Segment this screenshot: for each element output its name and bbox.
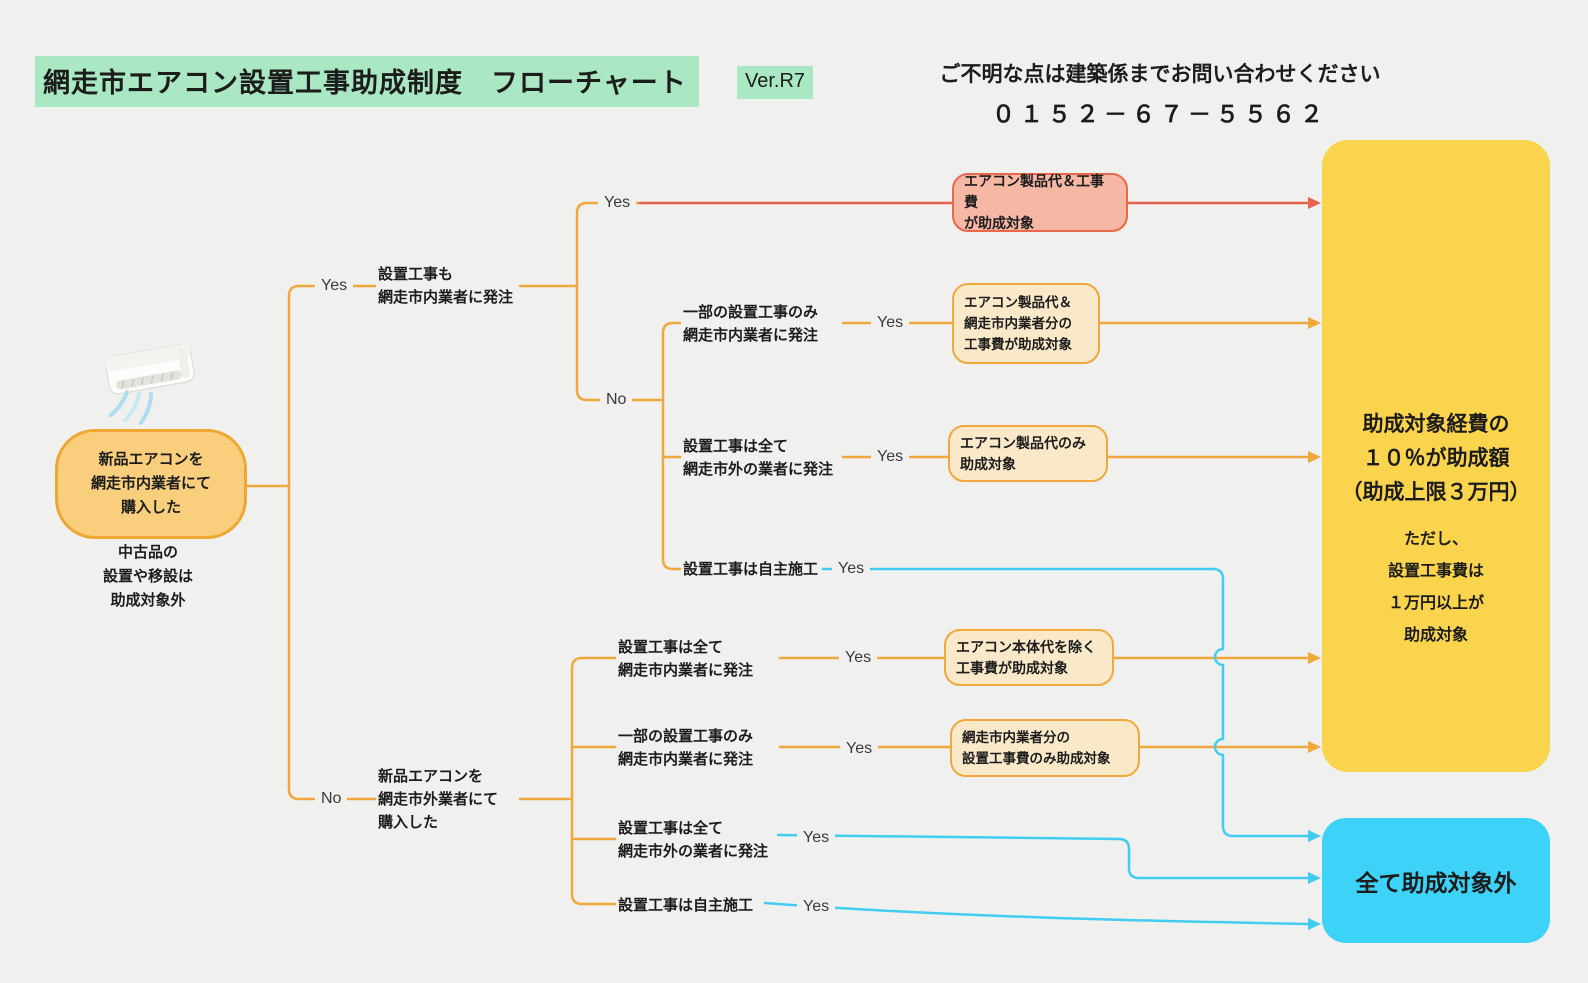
branch-purchased-inside: 設置工事も 網走市内業者に発注: [378, 266, 514, 306]
air-conditioner-image: [105, 343, 195, 425]
no-label: No: [315, 788, 348, 809]
result-product-only: エアコン製品代のみ 助成対象: [948, 425, 1108, 482]
result-product-and-labor: エアコン製品代＆工事費 が助成対象: [952, 173, 1128, 232]
yes-label: Yes: [598, 192, 637, 213]
result-product-and-inside-labor: エアコン製品代＆ 網走市内業者分の 工事費が助成対象: [952, 283, 1100, 364]
yes-label: Yes: [839, 647, 878, 668]
excluded-box: 全て助成対象外: [1322, 818, 1550, 943]
yes-label: Yes: [315, 275, 354, 296]
phone-number: ０１５２－６７－５５６２: [992, 101, 1328, 127]
yes-label: Yes: [832, 558, 871, 579]
condition-all-outside-bottom: 設置工事は全て 網走市外の業者に発注: [618, 820, 769, 860]
result-inside-labor-only: 網走市内業者分の 設置工事費のみ助成対象: [950, 719, 1140, 777]
yes-label: Yes: [797, 827, 836, 848]
condition-all-inside-bottom: 設置工事は全て 網走市内業者に発注: [618, 639, 754, 679]
subsidy-summary: 助成対象経費の １０％が助成額 （助成上限３万円）: [1341, 413, 1531, 504]
condition-self-install-top: 設置工事は自主施工: [683, 561, 819, 578]
condition-partial-inside-top: 一部の設置工事のみ 網走市内業者に発注: [683, 304, 819, 344]
final-subsidy-box: 助成対象経費の １０％が助成額 （助成上限３万円） ただし、 設置工事費は １万…: [1322, 140, 1550, 772]
result-labor-except-unit: エアコン本体代を除く 工事費が助成対象: [944, 629, 1114, 686]
subsidy-condition: ただし、 設置工事費は １万円以上が 助成対象: [1387, 531, 1484, 644]
yes-label: Yes: [797, 896, 836, 917]
condition-partial-inside-bottom: 一部の設置工事のみ 網走市内業者に発注: [618, 728, 754, 768]
used-goods-note: 中古品の 設置や移設は 助成対象外: [102, 544, 193, 609]
branch-purchased-outside: 新品エアコンを 網走市外業者にて 購入した: [378, 768, 499, 831]
page-title: 網走市エアコン設置工事助成制度 フローチャート: [35, 56, 699, 107]
start-node: 新品エアコンを 網走市内業者にて 購入した: [55, 429, 247, 539]
condition-self-install-bottom: 設置工事は自主施工: [618, 897, 754, 914]
condition-all-outside-top: 設置工事は全て 網走市外の業者に発注: [683, 438, 834, 478]
contact-message: ご不明な点は建築係までお問い合わせください: [939, 63, 1381, 86]
no-label: No: [600, 389, 633, 410]
contact-info: ご不明な点は建築係までお問い合わせください ０１５２－６７－５５６２: [870, 58, 1450, 129]
yes-label: Yes: [871, 446, 910, 467]
yes-label: Yes: [840, 738, 879, 759]
version-badge: Ver.R7: [737, 66, 814, 99]
yes-label: Yes: [871, 312, 910, 333]
